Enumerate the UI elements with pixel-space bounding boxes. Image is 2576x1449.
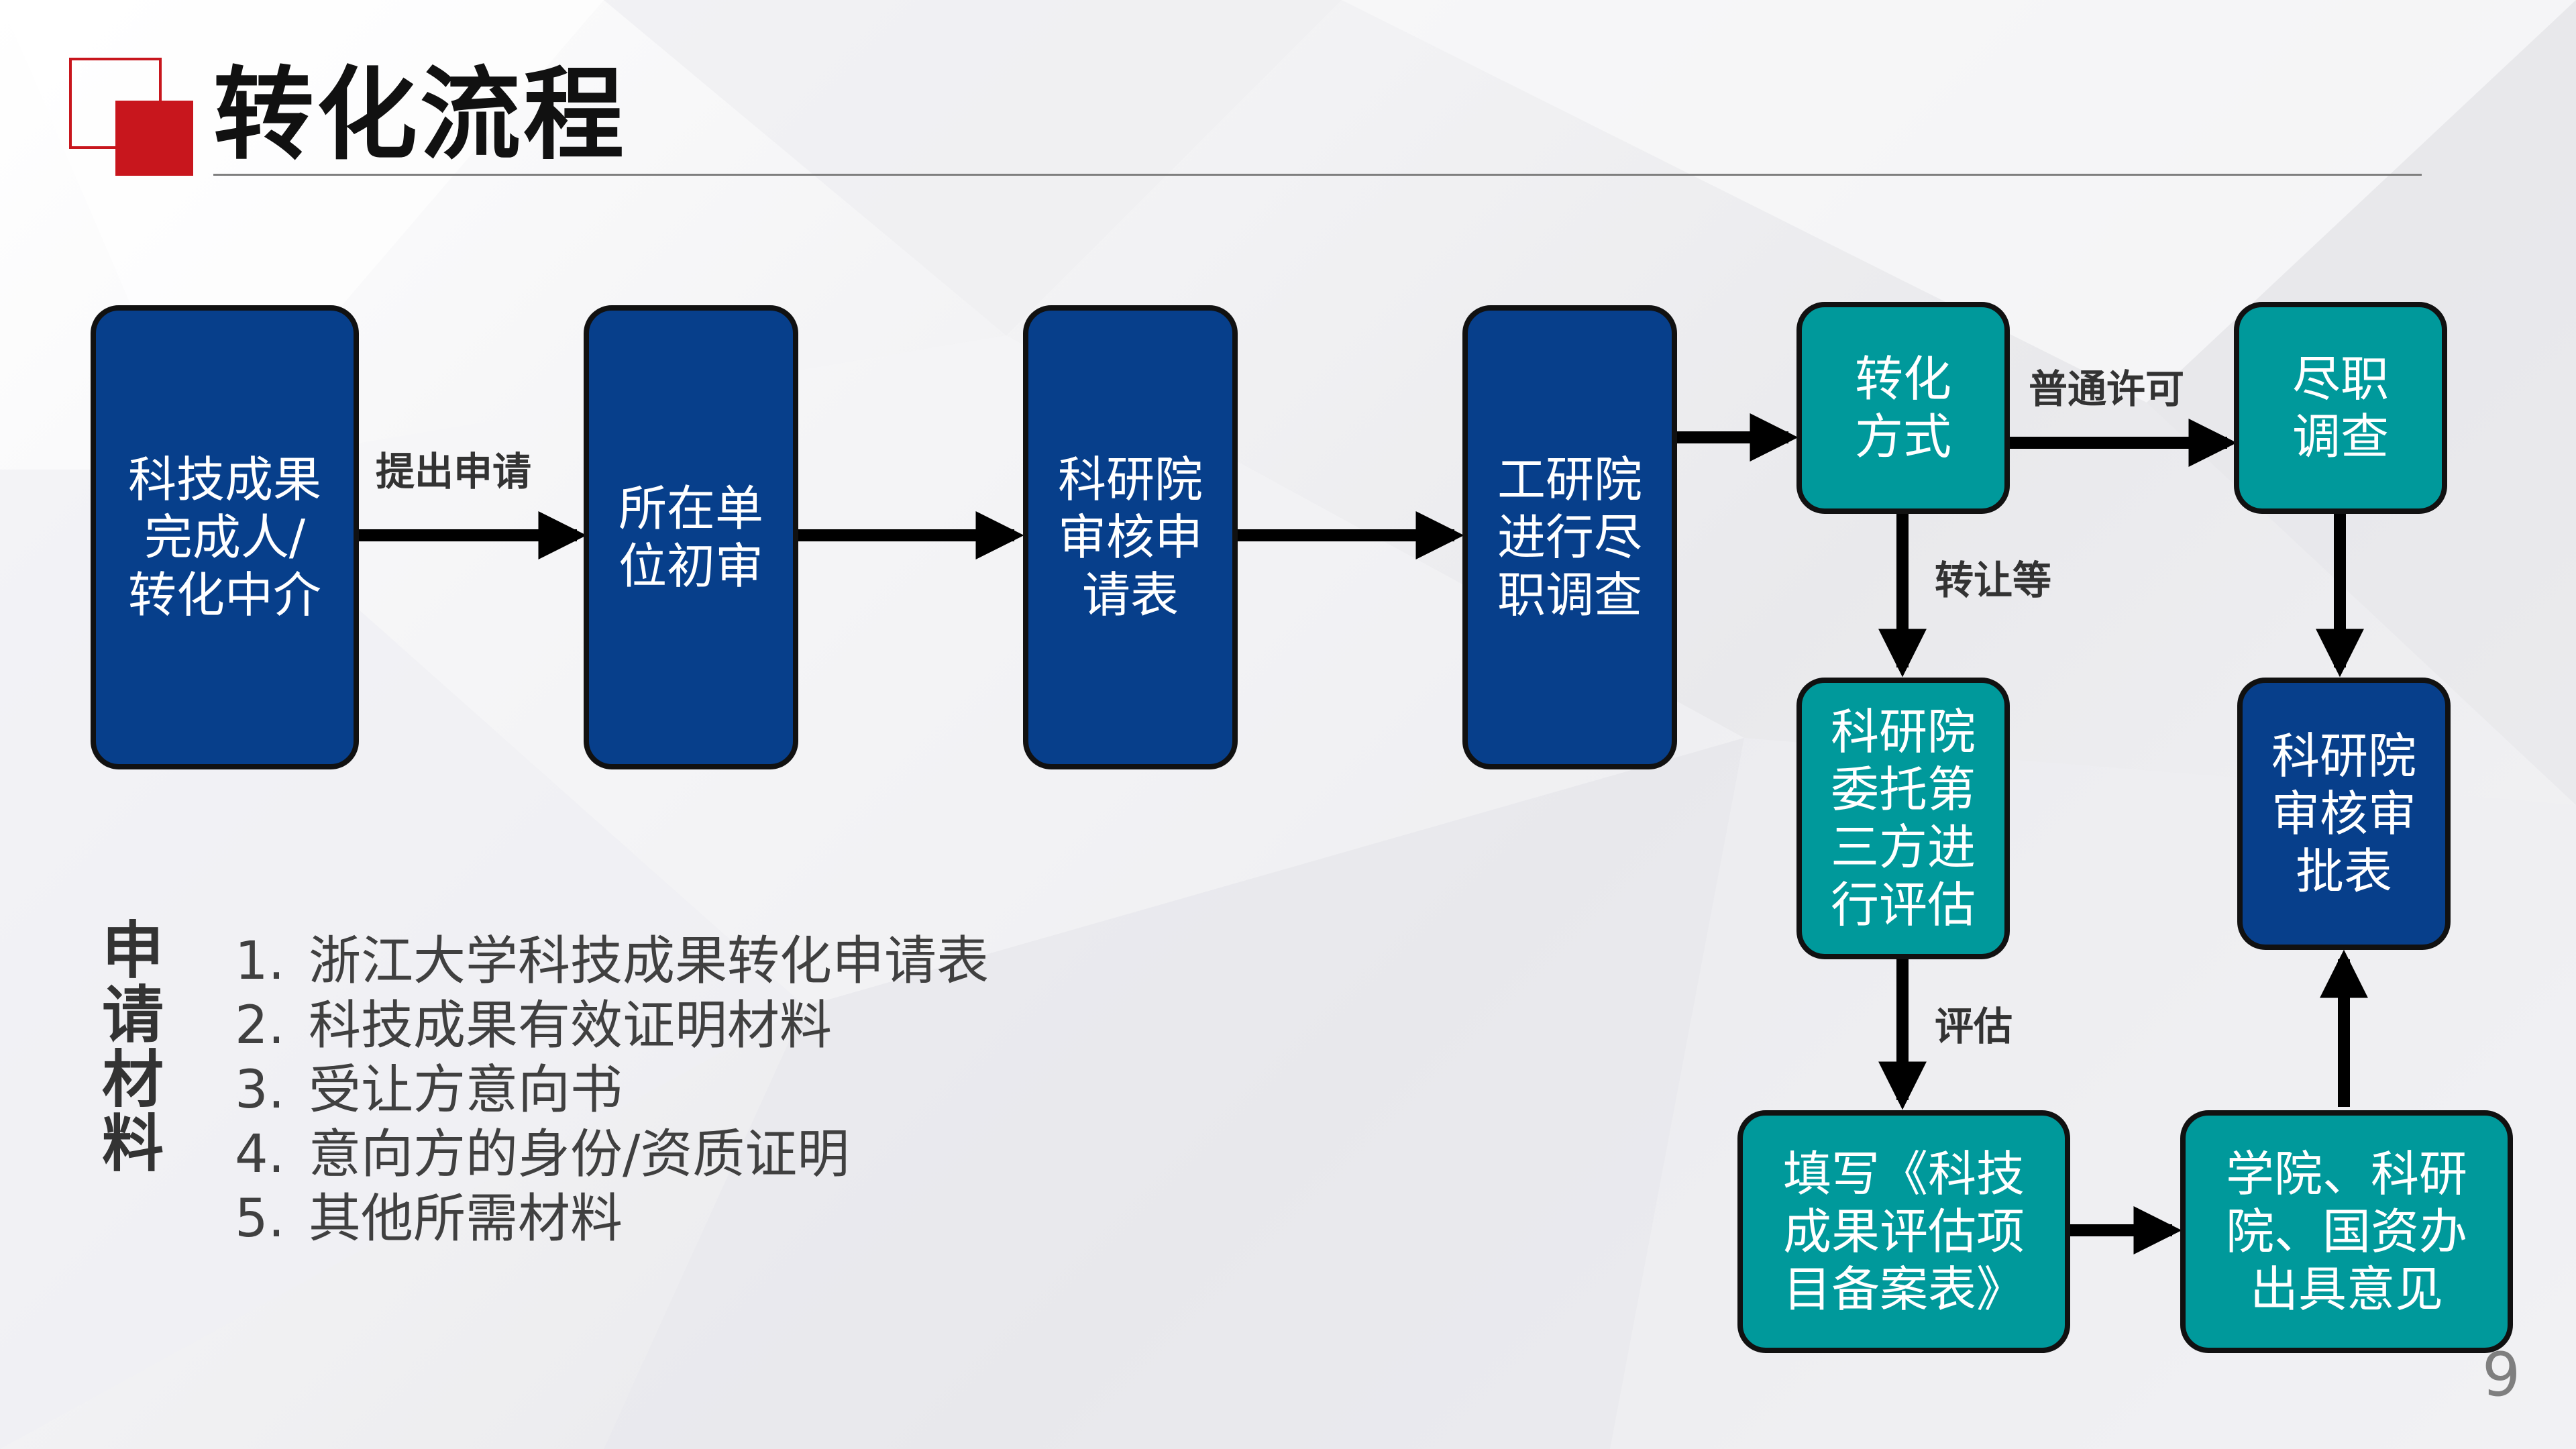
list-item: 1. 浙江大学科技成果转化申请表	[235, 929, 989, 994]
edge-label-submit: 提出申请	[376, 449, 532, 494]
node-fill-form-label: 填写《科技 成果评估项 目备案表》	[1782, 1146, 2025, 1318]
edge-label-transfer: 转让等	[1935, 557, 2052, 603]
list-item-text: 受让方意向书	[309, 1060, 623, 1120]
edge-label-evaluate: 评估	[1935, 1004, 2013, 1049]
list-item-text: 科技成果有效证明材料	[309, 996, 833, 1056]
node-industry-diligence: 工研院 进行尽 职调查	[1462, 305, 1677, 769]
node-transfer-mode: 转化 方式	[1796, 302, 2010, 514]
materials-heading-char: 材	[101, 1044, 164, 1116]
node-applicant-label: 科技成果 完成人/ 转化中介	[127, 451, 321, 623]
list-item-number: 3.	[235, 1060, 285, 1120]
list-item-text: 浙江大学科技成果转化申请表	[309, 931, 989, 991]
node-applicant: 科技成果 完成人/ 转化中介	[91, 305, 359, 769]
list-item-number: 2.	[235, 996, 285, 1056]
node-due-diligence-label: 尽职 调查	[2292, 351, 2389, 465]
node-due-diligence: 尽职 调查	[2234, 302, 2447, 514]
node-opinions-label: 学院、科研 院、国资办 出具意见	[2225, 1146, 2467, 1318]
materials-heading-char: 申	[101, 915, 164, 987]
node-transfer-mode-label: 转化 方式	[1854, 351, 1951, 465]
node-research-review-label: 科研院 审核申 请表	[1057, 451, 1203, 623]
page-title: 转化流程	[213, 57, 627, 174]
list-item: 2. 科技成果有效证明材料	[235, 994, 989, 1058]
logo-red-square	[115, 101, 193, 176]
list-item-text: 意向方的身份/资质证明	[309, 1124, 850, 1185]
materials-heading: 申 请 材 料	[99, 919, 166, 1177]
edge-label-general-license: 普通许可	[2029, 366, 2185, 412]
materials-heading-char: 料	[101, 1108, 164, 1180]
node-unit-review-label: 所在单 位初审	[618, 480, 763, 594]
title-divider	[213, 174, 2422, 176]
list-item-number: 4.	[235, 1124, 285, 1185]
list-item: 3. 受让方意向书	[235, 1058, 989, 1122]
materials-heading-char: 请	[101, 979, 164, 1051]
node-industry-diligence-label: 工研院 进行尽 职调查	[1497, 451, 1642, 623]
list-item: 5. 其他所需材料	[235, 1187, 989, 1251]
materials-list: 1. 浙江大学科技成果转化申请表 2. 科技成果有效证明材料 3. 受让方意向书 4.…	[235, 929, 989, 1251]
list-item-text: 其他所需材料	[309, 1189, 623, 1249]
node-approval-form: 科研院 审核审 批表	[2237, 678, 2451, 950]
node-research-review: 科研院 审核申 请表	[1023, 305, 1238, 769]
list-item-number: 5.	[235, 1189, 285, 1249]
node-third-party-eval-label: 科研院 委托第 三方进 行评估	[1830, 704, 1976, 933]
node-unit-review: 所在单 位初审	[584, 305, 798, 769]
list-item-number: 1.	[235, 931, 285, 991]
node-fill-form: 填写《科技 成果评估项 目备案表》	[1737, 1110, 2070, 1353]
page-number: 9	[2482, 1340, 2521, 1410]
list-item: 4. 意向方的身份/资质证明	[235, 1122, 989, 1187]
node-opinions: 学院、科研 院、国资办 出具意见	[2180, 1110, 2513, 1353]
node-third-party-eval: 科研院 委托第 三方进 行评估	[1796, 678, 2010, 959]
node-approval-form-label: 科研院 审核审 批表	[2271, 728, 2416, 900]
